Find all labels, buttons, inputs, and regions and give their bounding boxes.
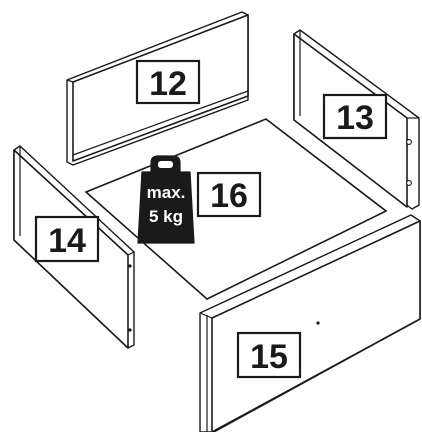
part-number-16: 16 <box>210 177 248 215</box>
weight-limit-line2: 5 kg <box>149 207 183 226</box>
part-label-16: 16 <box>198 173 260 216</box>
part-number-14: 14 <box>48 222 86 260</box>
part-label-12: 12 <box>137 61 199 103</box>
part-label-14: 14 <box>36 217 98 261</box>
part-label-15: 15 <box>238 333 300 377</box>
part-number-13: 13 <box>336 99 374 137</box>
part-number-15: 15 <box>250 338 288 376</box>
weight-limit-line1: max. <box>147 183 186 202</box>
part-label-13: 13 <box>324 95 386 138</box>
part-number-12: 12 <box>149 65 187 103</box>
